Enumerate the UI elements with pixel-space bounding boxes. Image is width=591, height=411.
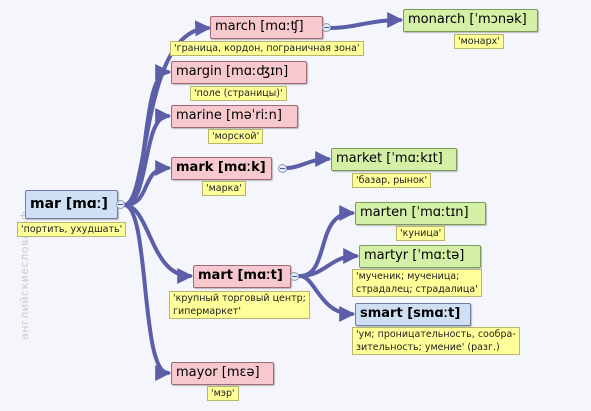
note-mayor: 'мэр' <box>207 386 239 401</box>
note-march: 'граница, кордон, пограничная зона' <box>170 41 364 56</box>
edge-mar-mayor <box>122 203 172 381</box>
edge-mar-mark <box>122 160 172 207</box>
node-mar[interactable]: mar [mɑː] <box>25 190 118 219</box>
note-mar: 'портить, ухудшать' <box>17 222 127 237</box>
note-marten: 'куница' <box>396 226 446 241</box>
edge-mart-martyr <box>298 248 360 278</box>
note-line: 'ум; проницательность, сообра- <box>356 329 516 340</box>
note-line: гипермаркет' <box>173 306 241 317</box>
note-monarch: 'монарх' <box>454 34 504 49</box>
node-smart[interactable]: smart [smɑːt] <box>355 303 471 326</box>
note-smart: 'ум; проницательность, сообра- зительнос… <box>352 327 520 355</box>
node-margin[interactable]: margin [mɑːʤɪn] <box>171 61 307 84</box>
note-martyr: 'мученик; мученица; страдалец; страдалиц… <box>352 269 482 297</box>
note-marine: 'морской' <box>208 129 264 144</box>
note-line: 'крупный торговый центр; <box>173 293 306 304</box>
node-marine[interactable]: marine [məˈriːn] <box>171 105 298 128</box>
collapse-toggle-mar[interactable] <box>116 200 125 209</box>
note-line: страдалец; страдалица' <box>356 284 478 295</box>
edge-march-monarch <box>328 12 404 30</box>
node-march[interactable]: march [mɑːʧ] <box>210 16 323 39</box>
note-line: 'мученик; мученица; <box>356 271 460 282</box>
node-marten[interactable]: marten [ˈmɑːtɪn] <box>355 202 486 225</box>
collapse-toggle-mark[interactable] <box>278 164 287 173</box>
node-mayor[interactable]: mayor [mɛə] <box>171 362 274 385</box>
edge-mar-mart <box>122 203 194 284</box>
note-line: зительность; умение' (разг.) <box>356 342 500 353</box>
node-martyr[interactable]: martyr [ˈmɑːtə] <box>359 245 481 268</box>
node-market[interactable]: market [ˈmɑːkɪt] <box>331 148 457 171</box>
node-monarch[interactable]: monarch [ˈmɔnək] <box>403 9 538 32</box>
edge-mart-smart <box>298 274 356 322</box>
note-margin: 'поле (страницы)' <box>190 86 287 101</box>
note-mark: 'марка' <box>202 181 246 196</box>
node-mart[interactable]: mart [mɑːt] <box>193 265 291 288</box>
node-mark[interactable]: mark [mɑːk] <box>171 157 272 180</box>
edge-mark-market <box>285 151 332 170</box>
note-market: 'базар, рынок' <box>352 173 432 188</box>
collapse-toggle-march[interactable] <box>322 23 331 32</box>
edge-mar-marine <box>122 108 172 207</box>
note-mart: 'крупный торговый центр; гипермаркет' <box>169 291 310 319</box>
collapse-toggle-mart[interactable] <box>290 272 299 281</box>
